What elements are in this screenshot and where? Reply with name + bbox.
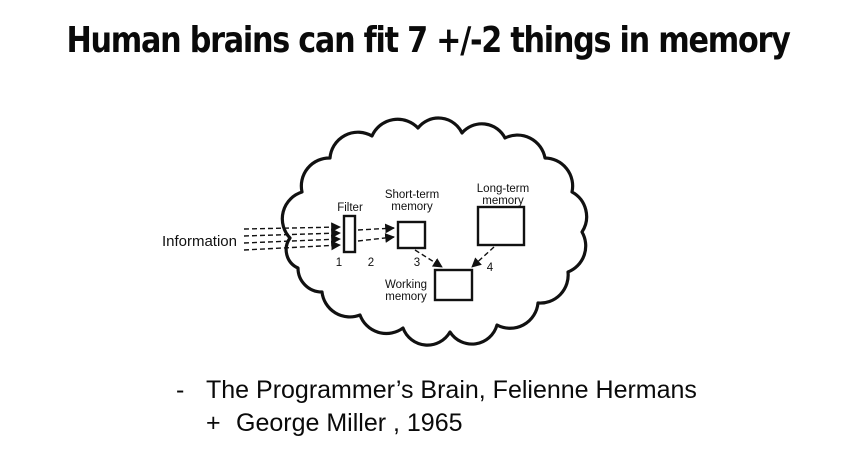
step-number-1: 1 xyxy=(336,257,342,269)
information-arrow-4 xyxy=(243,240,341,251)
long-term-memory-box xyxy=(476,205,526,247)
information-label: Information xyxy=(162,233,237,250)
attribution-line-1: - The Programmer’s Brain, Felienne Herma… xyxy=(176,374,697,407)
attribution-line1-marker: - xyxy=(176,376,185,404)
filter-box xyxy=(342,214,357,254)
attribution-line1-text: The Programmer’s Brain, Felienne Hermans xyxy=(206,376,697,404)
attribution-line2-indent xyxy=(176,407,206,440)
filter-to-stm-arrow-1 xyxy=(357,223,395,234)
attribution-line2-marker: + xyxy=(206,409,221,437)
working-memory-label-line1: Working xyxy=(385,279,427,291)
filter-label: Filter xyxy=(337,202,363,214)
long-term-memory-label-line2: memory xyxy=(482,195,524,207)
step-number-2: 2 xyxy=(368,257,374,269)
step-number-4: 4 xyxy=(487,262,494,274)
brain-outline xyxy=(280,116,589,347)
slide-title: Human brains can fit 7 +/-2 things in me… xyxy=(66,20,790,61)
long-term-memory-label-line1: Long-term xyxy=(477,183,529,195)
stm-to-working-arrow xyxy=(414,249,443,268)
information-arrow-2 xyxy=(243,228,341,239)
attribution-line-2: + George Miller , 1965 xyxy=(176,407,697,440)
attribution: - The Programmer’s Brain, Felienne Herma… xyxy=(176,374,697,440)
short-term-memory-label-line2: memory xyxy=(391,201,433,213)
working-memory-box xyxy=(433,268,474,302)
information-arrow-3 xyxy=(243,234,341,245)
information-arrow-1 xyxy=(243,222,341,233)
short-term-memory-box xyxy=(396,220,427,250)
step-number-3: 3 xyxy=(414,257,420,269)
working-memory-label-line2: memory xyxy=(385,291,427,303)
filter-to-stm-arrow-2 xyxy=(357,233,395,243)
ltm-to-working-arrow xyxy=(471,246,495,268)
attribution-line2-text: George Miller , 1965 xyxy=(236,409,463,437)
short-term-memory-label-line1: Short-term xyxy=(385,189,439,201)
